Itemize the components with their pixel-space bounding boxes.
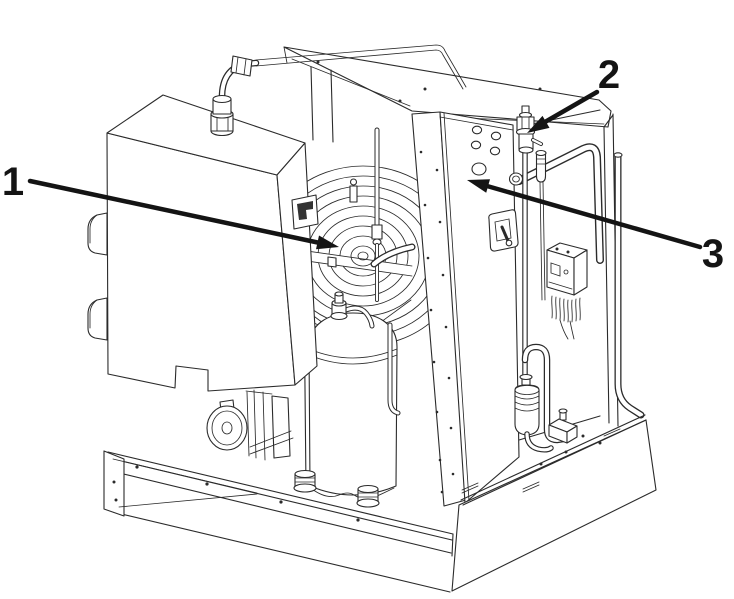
temperature-sensor xyxy=(535,149,547,301)
callout-3: 3 xyxy=(467,179,724,276)
callout-1-arrow xyxy=(27,178,323,246)
pipe-stub-upper xyxy=(87,212,108,256)
callout-1: 1 xyxy=(2,160,339,250)
callout-2: 2 xyxy=(527,53,620,133)
service-valve xyxy=(515,105,543,154)
divider-panel xyxy=(439,111,520,504)
electrical-enclosure xyxy=(87,94,319,392)
panel-holes xyxy=(470,125,502,176)
flare-nut-stack xyxy=(210,94,234,137)
u-bend-tube xyxy=(521,343,567,444)
base-skid xyxy=(103,414,657,593)
callout-3-arrow xyxy=(484,183,703,250)
vibration-isolators xyxy=(293,469,380,508)
pipe-coupling xyxy=(230,55,253,77)
sight-glass-fitting xyxy=(548,408,578,444)
callout-1-number: 1 xyxy=(2,160,24,204)
pipe-stub-lower xyxy=(87,297,108,341)
skid-gusset xyxy=(112,458,258,508)
callout-2-arrow xyxy=(542,89,600,125)
filter-drier xyxy=(514,373,554,453)
pump-motor xyxy=(206,389,294,461)
standpipe-tube xyxy=(613,152,645,419)
discharge-tube xyxy=(387,322,401,416)
compressor-fittings xyxy=(330,291,375,329)
enclosure-pipe-fitting xyxy=(210,44,467,137)
capillary-tube xyxy=(255,44,467,90)
callout-3-number: 3 xyxy=(702,232,724,276)
rocker-switch xyxy=(488,209,519,252)
coil-housing-column xyxy=(310,66,334,143)
refrigeration-components xyxy=(488,105,604,453)
pressure-control xyxy=(546,242,588,296)
callout-2-number: 2 xyxy=(598,53,620,97)
right-frame xyxy=(516,109,645,441)
refrigerant-pipe xyxy=(508,143,604,264)
label-sticker xyxy=(291,194,319,230)
coil-strap xyxy=(302,250,413,276)
control-wires xyxy=(551,295,581,340)
